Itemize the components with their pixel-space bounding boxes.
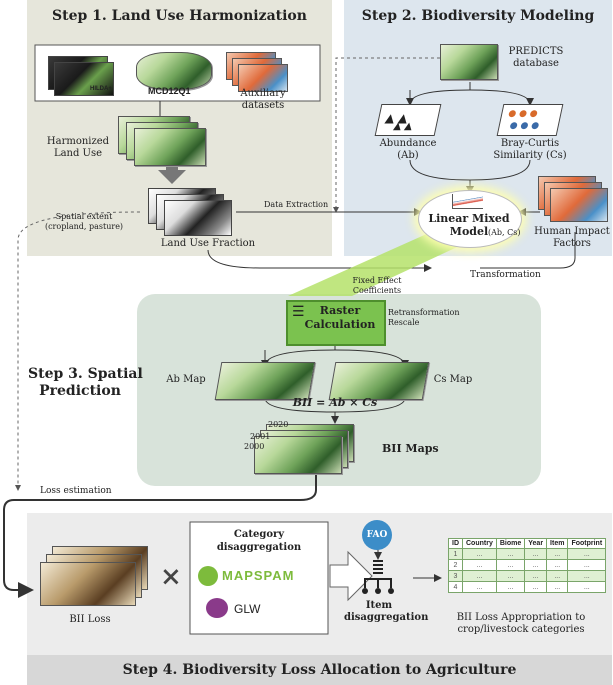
mapspam-label: MAPSPAM <box>222 568 295 583</box>
harmonized-map-3 <box>134 128 206 166</box>
table-cell: 2 <box>448 559 463 571</box>
table-cell: ... <box>567 581 607 593</box>
table-cell: ... <box>462 559 497 571</box>
hilda-label: HILDA+ <box>90 86 112 92</box>
mcd-map <box>136 52 212 90</box>
year-2000: 2000 <box>244 442 265 451</box>
bii-loss-table-wrap: ID Country Biome Year Item Footprint 1..… <box>448 538 607 593</box>
aux-label: Auxiliary datasets <box>240 88 286 111</box>
loss-estimation-label: Loss estimation <box>40 486 112 496</box>
table-cell: 4 <box>448 581 463 593</box>
mcd-label: MCD12Q1 <box>148 86 191 96</box>
table-cell: ... <box>524 581 548 593</box>
land-use-fraction-label: Land Use Fraction <box>160 238 256 249</box>
abundance-label: Abundance (Ab) <box>379 138 437 161</box>
bii-loss-label: BII Loss <box>69 614 111 625</box>
table-cell: ... <box>462 548 497 560</box>
item-label: Item disaggregation <box>344 600 429 623</box>
year-2001: 2001 <box>250 432 271 441</box>
table-header: ID <box>448 538 463 549</box>
table-header: Country <box>462 538 497 549</box>
human-impact-label: Human Impact Factors <box>534 226 610 249</box>
table-row: 1............... <box>448 548 607 560</box>
table-cell: ... <box>567 548 607 560</box>
fixed-effect-label: Fixed Effect Coefficients <box>352 276 402 295</box>
table-cell: ... <box>567 570 607 582</box>
table-cell: ... <box>495 581 526 593</box>
table-cell: ... <box>495 548 526 560</box>
bii-loss-table: ID Country Biome Year Item Footprint 1..… <box>448 538 607 593</box>
table-cell: ... <box>462 581 497 593</box>
appropriation-label: BII Loss Appropriation to crop/livestock… <box>456 612 586 635</box>
abundance-icon: ▲ ▲ ▲ ▲ <box>374 104 442 136</box>
predicts-map <box>440 44 498 80</box>
raster-label: Raster Calculation <box>304 304 376 331</box>
ab-map <box>214 362 316 400</box>
lmm-sub-label: (Ab, Cs) <box>488 228 521 237</box>
bii-maps-label: BII Maps <box>382 442 439 455</box>
bii-formula: BII = Ab × Cs <box>292 396 378 409</box>
step3-title: Step 3. Spatial Prediction <box>28 366 143 399</box>
cs-map <box>328 362 430 400</box>
table-row: 2............... <box>448 559 607 571</box>
loss-map-3 <box>40 562 136 606</box>
table-header-row: ID Country Biome Year Item Footprint <box>448 538 607 549</box>
aux-map-3 <box>238 64 288 92</box>
glw-icon <box>206 598 228 618</box>
table-header: Footprint <box>567 538 607 549</box>
table-cell: ... <box>546 570 569 582</box>
table-cell: ... <box>495 559 526 571</box>
bray-curtis-label: Bray-Curtis Similarity (Cs) <box>493 138 567 161</box>
step1-title: Step 1. Land Use Harmonization <box>52 8 307 24</box>
step4-title-bar <box>27 655 612 685</box>
harmonized-label: Harmonized Land Use <box>46 136 110 159</box>
cs-map-label: Cs Map <box>433 374 473 385</box>
transformation-label: Transformation <box>470 270 541 280</box>
step2-title: Step 2. Biodiversity Modeling <box>361 8 595 24</box>
layers-icon: ☰ <box>292 304 305 320</box>
glw-label: GLW <box>234 602 261 616</box>
raster-box <box>286 300 386 346</box>
table-header: Item <box>546 538 569 549</box>
spatial-extent-label: Spatial extent (cropland, pasture) <box>44 212 124 231</box>
mapspam-icon <box>198 566 218 586</box>
bray-curtis-icon: ● ● ● ● ● ● <box>496 104 564 136</box>
lmm-label: Linear Mixed Model <box>428 212 510 238</box>
table-cell: ... <box>462 570 497 582</box>
fraction-map-3 <box>164 200 232 236</box>
table-cell: ... <box>546 559 569 571</box>
lmm-chart-icon <box>452 194 483 209</box>
year-2020: 2020 <box>268 420 289 429</box>
data-extraction-label: Data Extraction <box>264 200 329 209</box>
table-row: 4............... <box>448 581 607 593</box>
times-sign: × <box>160 562 182 592</box>
table-cell: ... <box>524 559 548 571</box>
table-header: Biome <box>495 538 526 549</box>
retrans-label: Retransformation Rescale <box>388 308 460 327</box>
table-row: 3............... <box>448 570 607 582</box>
hollow-arrow <box>329 550 373 602</box>
bii-map-3 <box>254 436 342 474</box>
table-header: Year <box>524 538 548 549</box>
green-funnel <box>288 228 498 296</box>
table-cell: ... <box>524 570 548 582</box>
lmm-ellipse <box>418 190 522 248</box>
hilda-map-2 <box>54 62 114 96</box>
table-cell: 1 <box>448 548 463 560</box>
step4-title: Step 4. Biodiversity Loss Allocation to … <box>122 662 517 678</box>
human-map-3 <box>550 188 608 222</box>
ab-map-label: Ab Map <box>166 374 206 385</box>
table-cell: ... <box>567 559 607 571</box>
down-arrow <box>158 160 186 184</box>
predicts-label: PREDICTS database <box>508 46 564 69</box>
tree-icon <box>362 560 394 596</box>
table-cell: ... <box>524 548 548 560</box>
category-label: Category disaggregation <box>216 529 302 553</box>
table-cell: ... <box>546 581 569 593</box>
fao-icon: FAO <box>362 520 392 550</box>
table-cell: ... <box>495 570 526 582</box>
table-cell: 3 <box>448 570 463 582</box>
table-cell: ... <box>546 548 569 560</box>
